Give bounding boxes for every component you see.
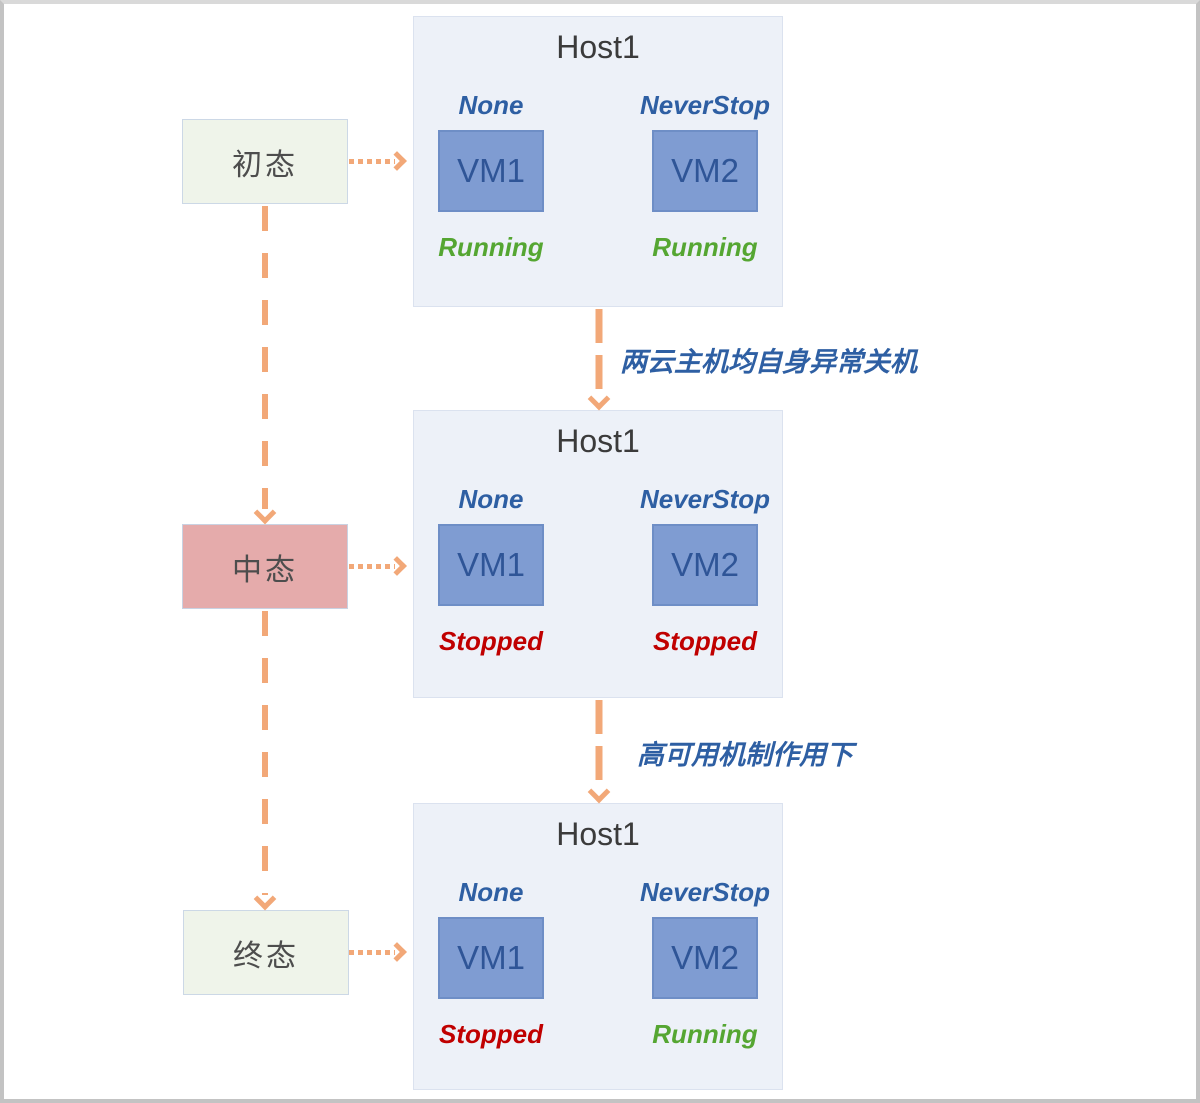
vm1-policy-label: None [458, 877, 524, 907]
host1-title: Host1 [556, 29, 640, 65]
vm1-status-label: Stopped [439, 1019, 543, 1049]
vm2-name: VM2 [671, 152, 739, 189]
vm1-box: VM1 [438, 130, 544, 212]
arrowhead-right-icon [387, 151, 407, 171]
vm1-name: VM1 [457, 546, 525, 583]
dashed-line [262, 611, 268, 895]
host3-title: Host1 [556, 816, 640, 852]
state-box-final: 终态 [183, 910, 349, 995]
vm1-policy-label: None [458, 484, 524, 514]
transition-label-1: 两云主机均自身异常关机 [620, 347, 917, 377]
dotted-line [349, 949, 395, 955]
dotted-arrow-initial-icon [349, 151, 413, 171]
host-card-1: Host1 None VM1 Running NeverStop VM2 Run… [413, 16, 783, 307]
vm2-status-label: Stopped [653, 626, 757, 656]
vm1-name: VM1 [457, 152, 525, 189]
vm2-status-label: Running [652, 232, 758, 262]
arrow-host2-to-host3-icon [587, 700, 611, 804]
state-box-middle: 中态 [182, 524, 348, 609]
host2-title: Host1 [556, 423, 640, 459]
dashed-line [595, 309, 603, 395]
host1-vm1-column: None VM1 Running [415, 90, 567, 263]
host3-vm2-column: NeverStop VM2 Running [629, 877, 781, 1050]
arrowhead-right-icon [387, 942, 407, 962]
vm1-status-label: Running [438, 232, 544, 262]
arrowhead-down-icon [253, 501, 277, 525]
host2-vm2-column: NeverStop VM2 Stopped [629, 484, 781, 657]
dotted-arrow-final-icon [349, 942, 413, 962]
vm2-policy-label: NeverStop [639, 90, 771, 120]
vm2-status-label: Running [652, 1019, 758, 1049]
state-box-initial: 初态 [182, 119, 348, 204]
arrowhead-right-icon [387, 556, 407, 576]
vm2-box: VM2 [652, 917, 758, 999]
dotted-line [349, 563, 395, 569]
dashed-line [595, 700, 603, 788]
state-final-label: 终态 [233, 939, 299, 973]
dashed-line [262, 206, 268, 509]
arrowhead-down-icon [587, 387, 611, 411]
host3-vm-row: None VM1 Stopped NeverStop VM2 Running [414, 877, 782, 1050]
dotted-arrow-middle-icon [349, 556, 413, 576]
vm2-policy-label: NeverStop [639, 877, 771, 907]
host3-vm1-column: None VM1 Stopped [415, 877, 567, 1050]
vm1-policy-label: None [458, 90, 524, 120]
vm1-box: VM1 [438, 917, 544, 999]
vm1-name: VM1 [457, 939, 525, 976]
arrowhead-down-icon [253, 887, 277, 911]
arrowhead-down-icon [587, 780, 611, 804]
dashed-arrow-initial-to-middle-icon [253, 206, 277, 525]
host1-vm-row: None VM1 Running NeverStop VM2 Running [414, 90, 782, 263]
dashed-arrow-middle-to-final-icon [253, 611, 277, 911]
vm2-name: VM2 [671, 939, 739, 976]
host-card-3: Host1 None VM1 Stopped NeverStop VM2 Run… [413, 803, 783, 1090]
vm1-status-label: Stopped [439, 626, 543, 656]
vm2-name: VM2 [671, 546, 739, 583]
host2-vm-row: None VM1 Stopped NeverStop VM2 Stopped [414, 484, 782, 657]
transition-label-2: 高可用机制作用下 [637, 740, 853, 770]
vm2-box: VM2 [652, 524, 758, 606]
host2-vm1-column: None VM1 Stopped [415, 484, 567, 657]
vm2-box: VM2 [652, 130, 758, 212]
host1-vm2-column: NeverStop VM2 Running [629, 90, 781, 263]
host-card-2: Host1 None VM1 Stopped NeverStop VM2 Sto… [413, 410, 783, 698]
state-initial-label: 初态 [232, 148, 298, 182]
dotted-line [349, 158, 395, 164]
vm2-policy-label: NeverStop [639, 484, 771, 514]
arrow-host1-to-host2-icon [587, 309, 611, 411]
state-middle-label: 中态 [232, 553, 298, 587]
vm1-box: VM1 [438, 524, 544, 606]
